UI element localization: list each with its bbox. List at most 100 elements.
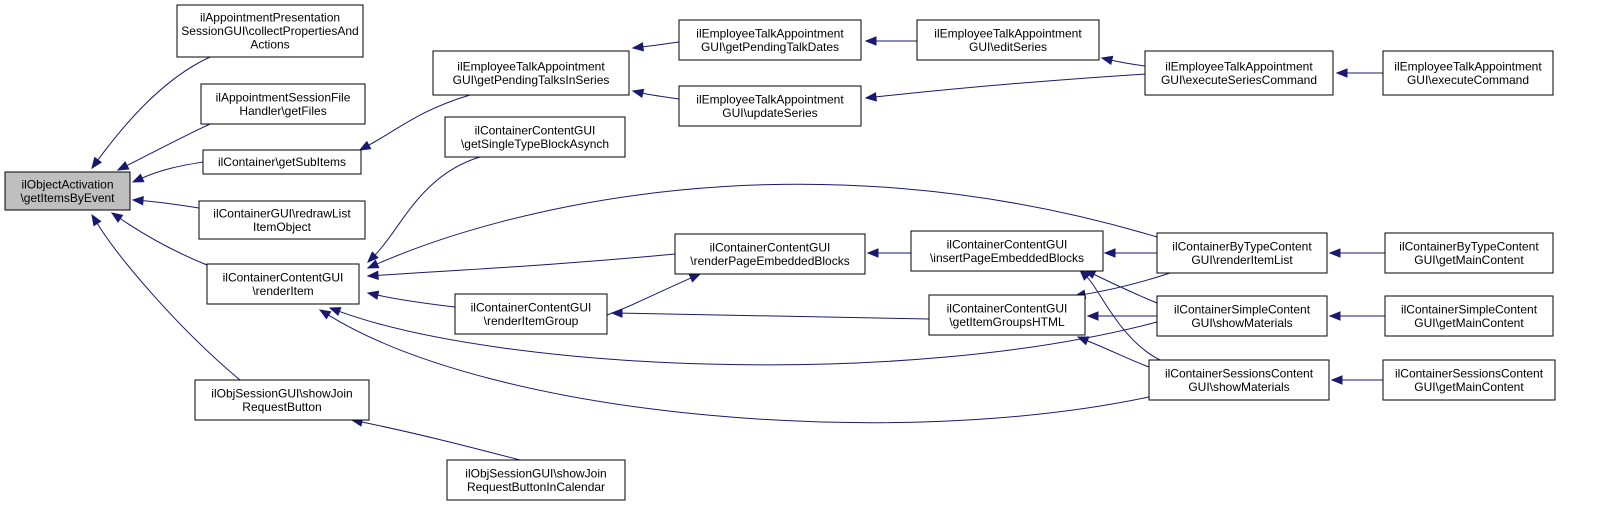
- node-pendingDates[interactable]: ilEmployeeTalkAppointmentGUI\getPendingT…: [678, 19, 862, 61]
- node-label-line: ilObjSessionGUI\showJoin: [465, 466, 606, 480]
- edge-line: [96, 223, 241, 381]
- node-execSeries[interactable]: ilEmployeeTalkAppointmentGUI\executeSeri…: [1144, 50, 1334, 96]
- edge-line: [1084, 272, 1171, 295]
- edge-arrowhead: [91, 213, 102, 227]
- edge-line: [328, 314, 1150, 424]
- edge-execCmd-to-execSeries: [1335, 68, 1383, 78]
- node-box: [202, 149, 362, 175]
- node-groupsHTML[interactable]: ilContainerContentGUI\getItemGroupsHTML: [928, 294, 1086, 336]
- edge-insertPage-to-renderPage: [866, 248, 911, 258]
- edge-arrowhead: [358, 140, 372, 151]
- node-label-line: ilContainerSimpleContent: [1401, 302, 1538, 316]
- edge-editSeries-to-pendingDates: [864, 36, 917, 46]
- edge-execSeries-to-editSeries: [1100, 55, 1146, 67]
- node-label-line: ilContainerContentGUI: [475, 123, 596, 137]
- node-root[interactable]: ilObjectActivation\getItemsByEvent: [4, 171, 131, 211]
- node-box: [916, 19, 1100, 61]
- edge-arrowhead: [131, 196, 144, 206]
- node-label-line: \renderItem: [252, 284, 313, 298]
- edge-renderItem-to-root: [110, 212, 208, 266]
- edge-pendingSeries-to-getSubItems: [358, 94, 471, 151]
- edge-line: [1111, 59, 1146, 67]
- edge-sessionsMain-to-sessionsShow: [1330, 375, 1384, 385]
- edge-arrowhead: [631, 88, 645, 99]
- node-label-line: GUI\getPendingTalkDates: [701, 40, 839, 54]
- edge-arrowhead: [866, 248, 879, 258]
- edge-line: [339, 310, 1158, 366]
- edge-arrowhead: [1103, 248, 1116, 258]
- edge-simpleShow-to-groupsHTML: [1086, 311, 1158, 321]
- edge-simpleMain-to-simpleShow: [1328, 311, 1386, 321]
- edge-line: [97, 56, 211, 161]
- node-box: [1384, 295, 1554, 337]
- node-insertPage[interactable]: ilContainerContentGUI\insertPageEmbedded…: [910, 230, 1104, 272]
- edge-renderPage-to-renderItem: [366, 253, 676, 281]
- edge-collect-to-root: [91, 56, 211, 170]
- node-execCmd[interactable]: ilEmployeeTalkAppointmentGUI\executeComm…: [1382, 50, 1554, 96]
- node-byTypeList[interactable]: ilContainerByTypeContentGUI\renderItemLi…: [1156, 232, 1328, 274]
- node-showJoinCal[interactable]: ilObjSessionGUI\showJoinRequestButtonInC…: [446, 459, 626, 501]
- edge-line: [368, 94, 471, 146]
- edge-line: [1093, 273, 1158, 304]
- node-box: [678, 85, 862, 127]
- node-label-line: \getItemsByEvent: [20, 191, 115, 205]
- edge-arrowhead: [1330, 375, 1343, 385]
- edge-execSeries-to-updateSeries: [864, 73, 1146, 102]
- node-label-line: ilEmployeeTalkAppointment: [696, 26, 844, 40]
- node-sessionsShow[interactable]: ilContainerSessionsContentGUI\showMateri…: [1148, 359, 1330, 401]
- node-label-line: ilContainer\getSubItems: [218, 155, 346, 169]
- node-simpleMain[interactable]: ilContainerSimpleContentGUI\getMainConte…: [1384, 295, 1554, 337]
- node-box: [1144, 50, 1334, 96]
- edge-byTypeList-to-groupsHTML: [1073, 272, 1171, 299]
- node-renderItem[interactable]: ilContainerContentGUI\renderItem: [206, 263, 360, 305]
- node-box: [206, 263, 360, 305]
- edge-renderGroup-to-renderItem: [366, 290, 456, 308]
- edge-arrowhead: [366, 290, 380, 300]
- node-updateSeries[interactable]: ilEmployeeTalkAppointmentGUI\updateSerie…: [678, 85, 862, 127]
- node-label-line: ilAppointmentSessionFile: [216, 90, 351, 104]
- node-renderGroup[interactable]: ilContainerContentGUI\renderItemGroup: [454, 293, 608, 335]
- node-simpleShow[interactable]: ilContainerSimpleContentGUI\showMaterial…: [1156, 295, 1328, 337]
- node-label-line: ItemObject: [253, 220, 312, 234]
- node-label-line: ilContainerContentGUI: [947, 237, 1068, 251]
- edge-arrowhead: [110, 212, 124, 223]
- edge-arrowhead: [1328, 248, 1341, 258]
- edge-arrowhead: [688, 273, 702, 283]
- node-byTypeMain[interactable]: ilContainerByTypeContentGUI\getMainConte…: [1384, 232, 1554, 274]
- node-singleType[interactable]: ilContainerContentGUI\getSingleTypeBlock…: [444, 116, 626, 158]
- node-collect[interactable]: ilAppointmentPresentationSessionGUI\coll…: [176, 4, 364, 58]
- edge-line: [642, 41, 680, 48]
- edge-line: [142, 200, 200, 209]
- node-renderPage[interactable]: ilContainerContentGUI\renderPageEmbedded…: [674, 233, 866, 275]
- node-getSubItems[interactable]: ilContainer\getSubItems: [202, 149, 362, 175]
- node-label-line: SessionGUI\collectPropertiesAnd: [181, 24, 358, 38]
- node-label-line: GUI\showMaterials: [1191, 316, 1292, 330]
- edge-arrowhead: [116, 161, 130, 171]
- node-label-line: RequestButtonInCalendar: [467, 480, 605, 494]
- edge-showJoinCal-to-showJoin: [350, 417, 521, 461]
- edge-pendingDates-to-pendingSeries: [631, 41, 680, 52]
- edge-line: [141, 161, 204, 179]
- node-box: [1382, 359, 1556, 401]
- node-label-line: ilContainerByTypeContent: [1172, 239, 1312, 253]
- node-label-line: GUI\updateSeries: [722, 106, 817, 120]
- node-sessionsMain[interactable]: ilContainerSessionsContentGUI\getMainCon…: [1382, 359, 1556, 401]
- edge-line: [376, 183, 1158, 265]
- node-label-line: \insertPageEmbeddedBlocks: [930, 251, 1084, 265]
- edge-arrowhead: [131, 173, 145, 183]
- node-label-line: ilContainerContentGUI: [710, 240, 831, 254]
- edge-getSubItems-to-root: [131, 161, 204, 183]
- node-label-line: ilEmployeeTalkAppointment: [1165, 59, 1313, 73]
- node-box: [194, 379, 370, 421]
- node-pendingSeries[interactable]: ilEmployeeTalkAppointmentGUI\getPendingT…: [432, 50, 630, 96]
- node-label-line: ilEmployeeTalkAppointment: [696, 92, 844, 106]
- edge-sessionsShow-to-renderItem: [318, 309, 1150, 424]
- node-label-line: ilObjSessionGUI\showJoin: [211, 386, 352, 400]
- edge-singleType-to-renderItem: [367, 156, 481, 263]
- edge-line: [377, 253, 676, 276]
